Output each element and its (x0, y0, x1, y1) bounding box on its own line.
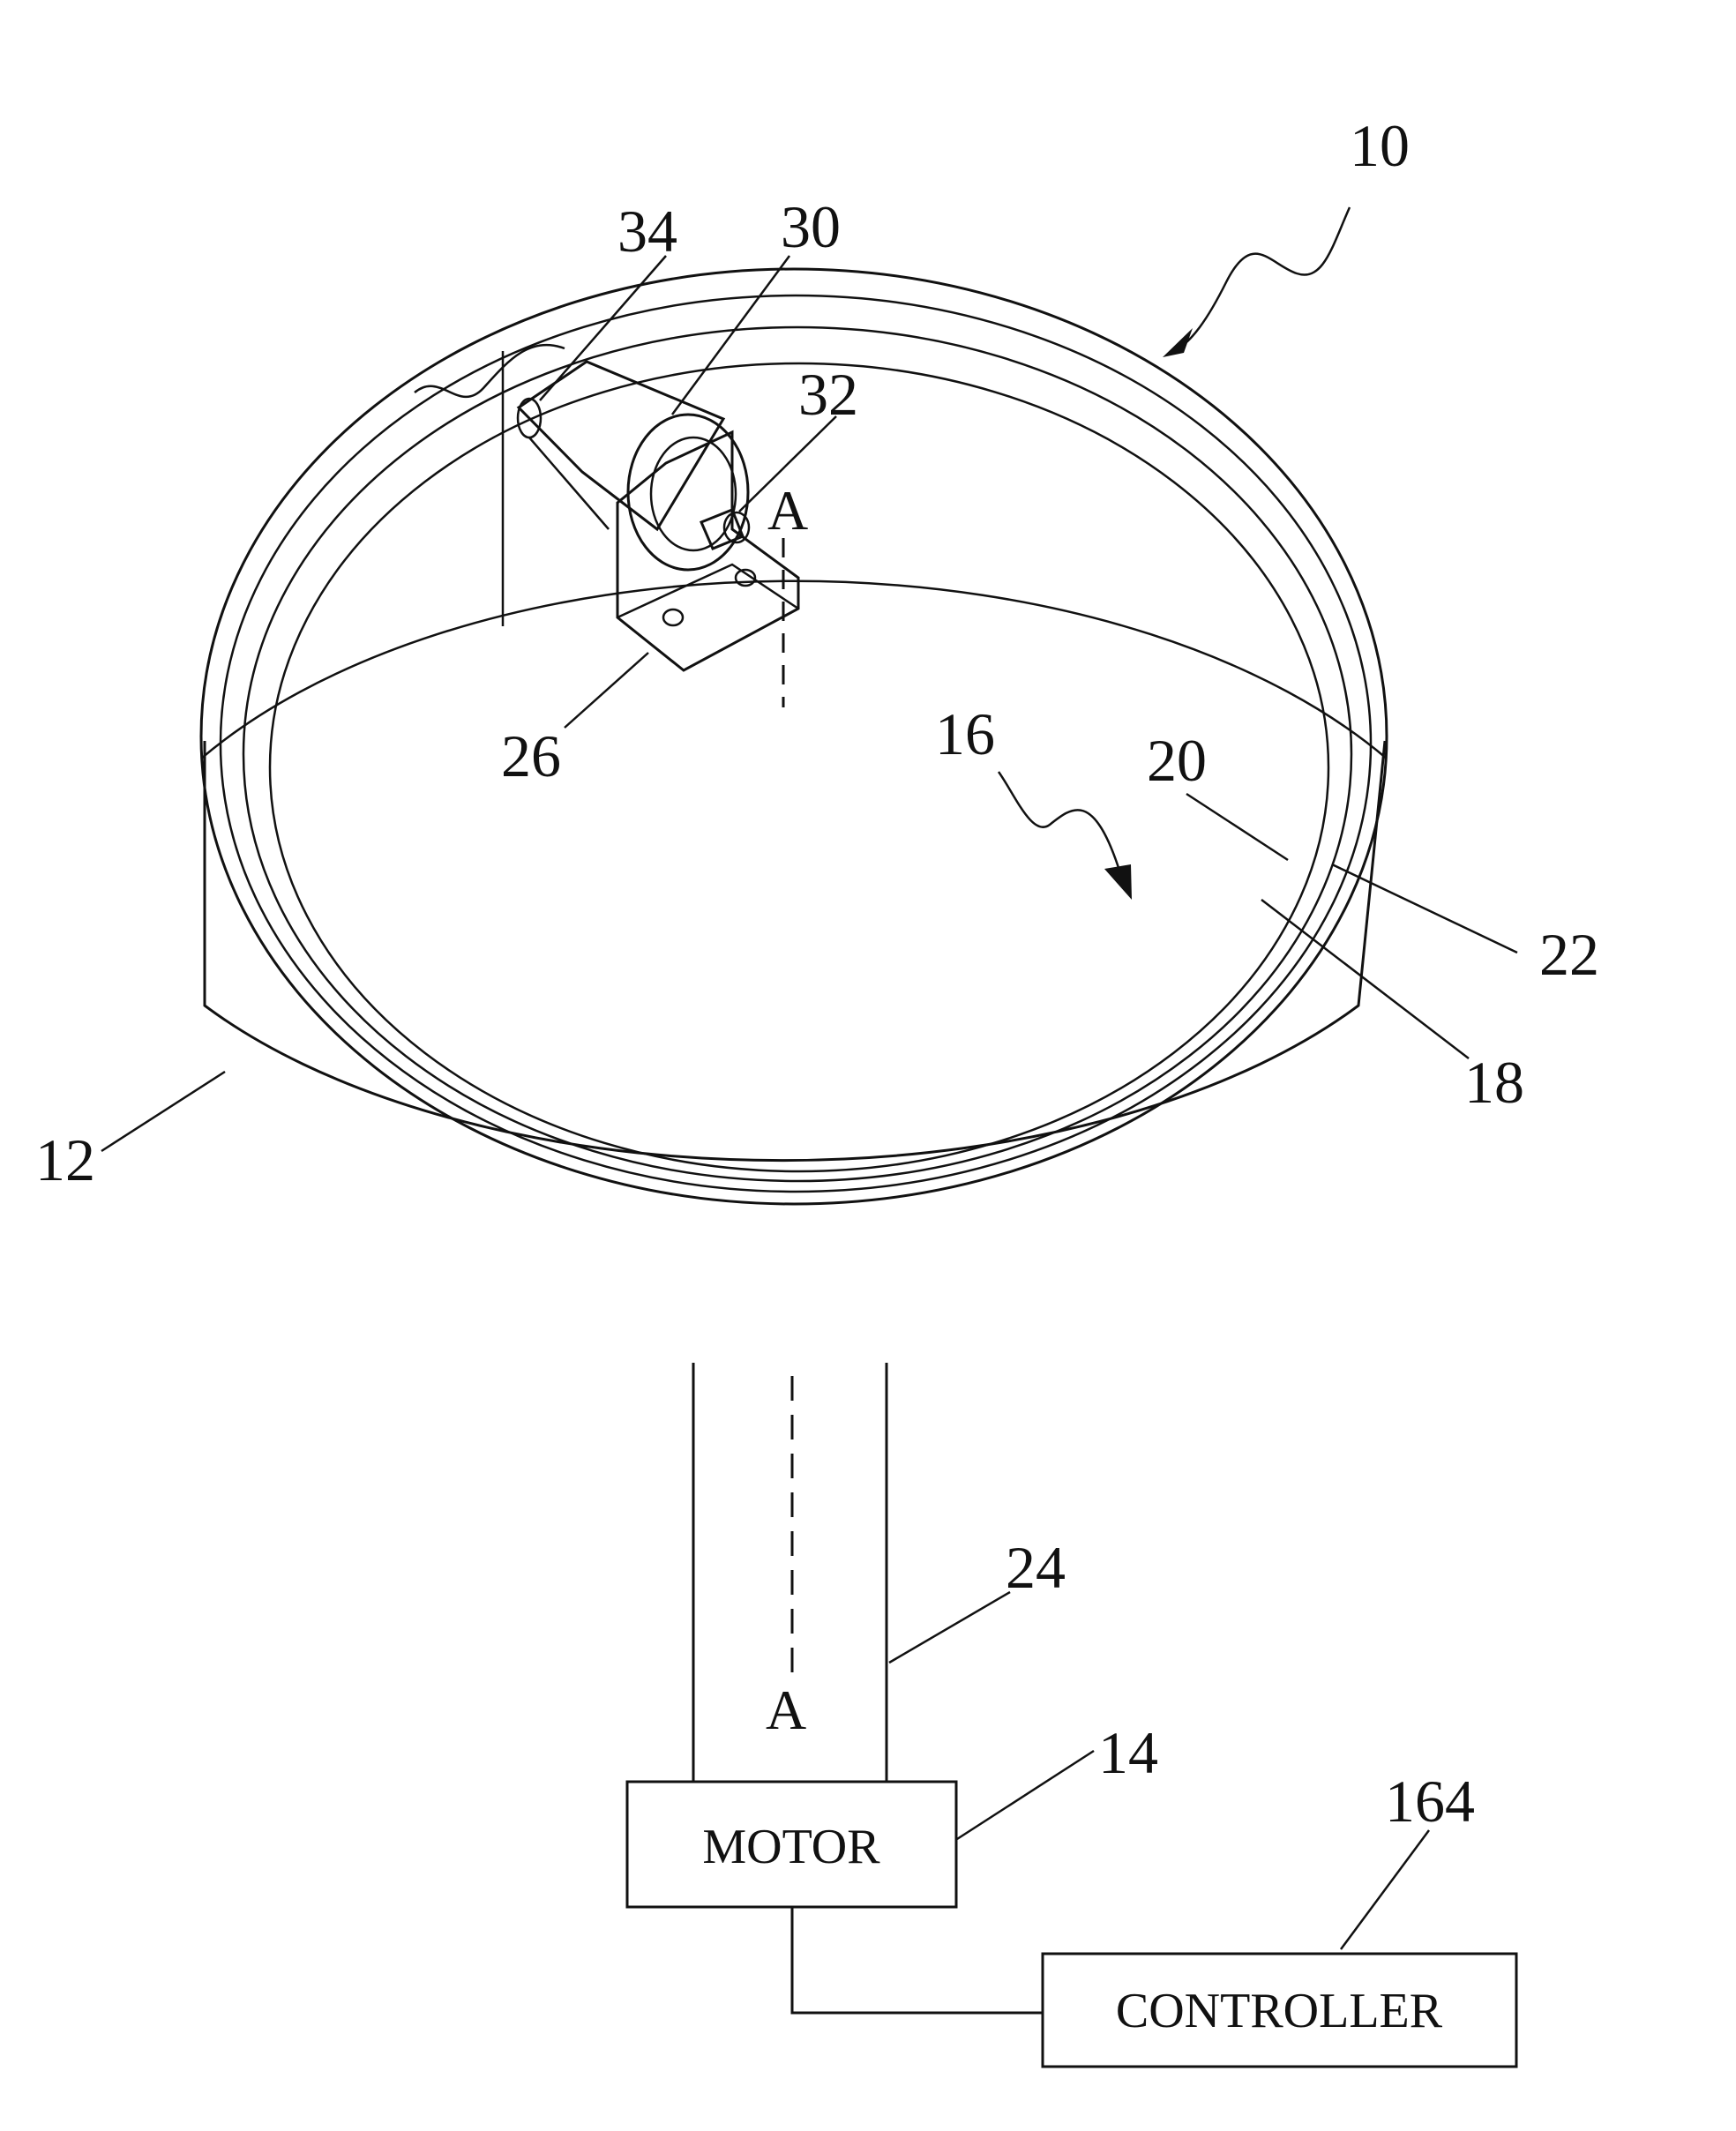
ref-22: 22 (1539, 921, 1599, 988)
mounting-bracket-26 (617, 432, 798, 670)
leader-22 (1332, 864, 1517, 953)
controller-label: CONTROLLER (1116, 1984, 1443, 2038)
axis-label-bottom: A (766, 1679, 806, 1741)
leader-18 (1261, 900, 1469, 1058)
motor-label: MOTOR (702, 1820, 880, 1874)
ref-18: 18 (1464, 1049, 1524, 1116)
leader-164 (1341, 1830, 1429, 1949)
bracket-base-edge (617, 565, 798, 617)
rotation-axis (783, 538, 792, 1676)
leader-12 (101, 1072, 225, 1151)
drum-side-seam (201, 581, 1387, 759)
rim-cutaway-wave (415, 345, 565, 397)
arrow-10 (1163, 328, 1193, 357)
ref-30: 30 (781, 193, 841, 260)
cone-face-inner (651, 437, 736, 550)
leader-16 (999, 772, 1120, 873)
ref-32: 32 (798, 361, 858, 428)
reference-numerals: 10 34 30 32 26 16 20 22 18 12 24 14 164 … (35, 112, 1599, 1835)
ref-20: 20 (1147, 727, 1207, 794)
ref-26: 26 (501, 722, 561, 789)
leader-34 (540, 256, 666, 400)
leader-26 (565, 653, 648, 728)
ref-34: 34 (617, 198, 677, 265)
leader-14 (957, 1751, 1094, 1839)
ref-24: 24 (1006, 1534, 1066, 1601)
ref-12: 12 (35, 1126, 95, 1193)
leader-10 (1173, 207, 1350, 351)
leader-lines (101, 207, 1517, 1949)
drum-outer-rim (201, 269, 1387, 1204)
leader-20 (1186, 794, 1288, 860)
drum-side-wall (205, 741, 1385, 1161)
leader-24 (889, 1592, 1010, 1663)
ref-16: 16 (935, 700, 995, 767)
bracket-bolt-left (663, 609, 683, 625)
axis-label-top: A (767, 479, 808, 542)
drum-body (201, 269, 1387, 1204)
motor-controller-wire (792, 1907, 1043, 2013)
ref-10: 10 (1350, 112, 1410, 179)
ref-14: 14 (1098, 1719, 1158, 1786)
ref-164: 164 (1385, 1768, 1475, 1835)
arrow-16 (1104, 864, 1132, 900)
